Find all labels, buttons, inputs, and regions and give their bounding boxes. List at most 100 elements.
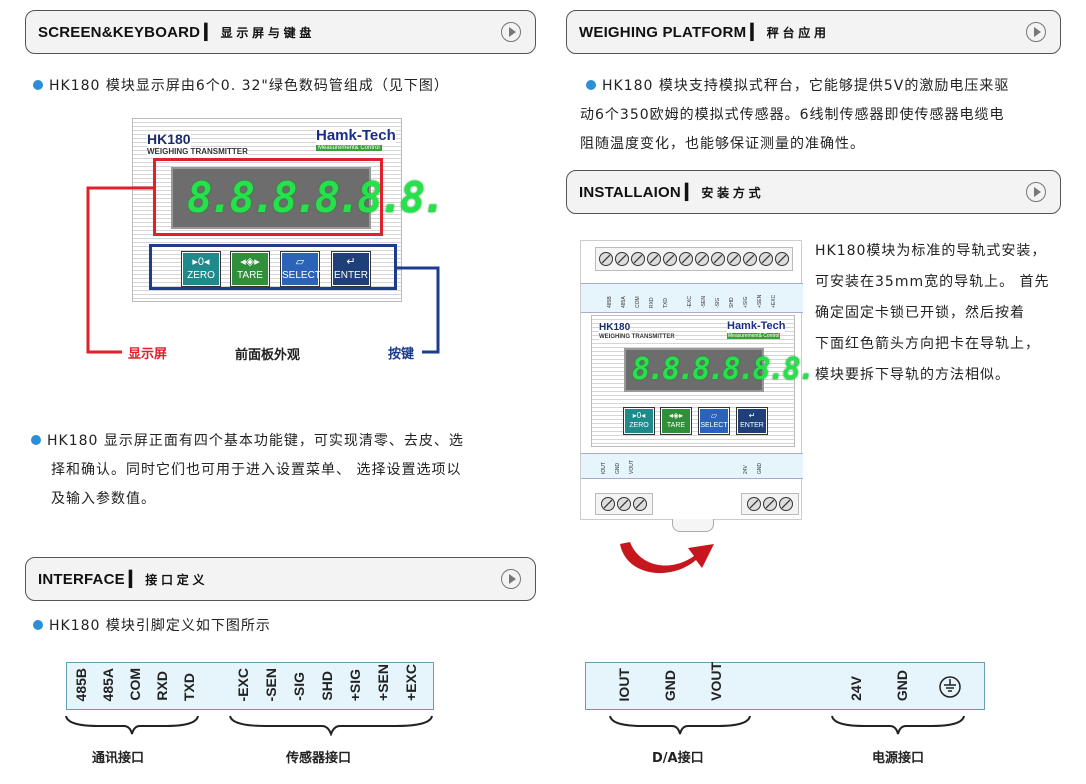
pin-label-sensor: -SEN xyxy=(263,667,279,701)
header-title-cn: 安 装 方 式 xyxy=(701,186,761,200)
top-terminal-block xyxy=(595,247,793,271)
module-enter-key[interactable]: ↵ENTER xyxy=(737,408,767,434)
screw-slot xyxy=(765,499,775,509)
screw-slot xyxy=(633,254,643,264)
module-pin-label: -EXC xyxy=(687,296,693,308)
screw-slot xyxy=(619,499,629,509)
module-brand-sub: Measurement& Control xyxy=(727,333,781,339)
screw-slot xyxy=(761,254,771,264)
pin-label-sensor: +SEN xyxy=(375,664,391,701)
module-pin-label: GND xyxy=(757,463,763,475)
seven-segment-display: 8.8.8.8.8.8. xyxy=(187,173,446,222)
module-pin-label: 485B xyxy=(607,296,613,308)
header-title-en: INTERFACE xyxy=(38,571,125,588)
display-callout-line xyxy=(86,186,153,354)
caption-comm: 通讯接口 xyxy=(92,751,145,766)
ground-icon xyxy=(939,676,961,698)
screw-slot xyxy=(729,254,739,264)
rail-clip xyxy=(672,519,714,532)
pin-label-comm: 485A xyxy=(100,667,116,701)
install-paragraph: HK180模块为标准的导轨式安装， 可安装在35mm宽的导轨上。 首先 确定固定… xyxy=(815,243,1050,383)
label-keys: 按键 xyxy=(388,347,415,362)
module-face: HK180 WEIGHING TRANSMITTER Hamk-Tech Mea… xyxy=(591,315,816,447)
play-icon[interactable] xyxy=(1026,22,1046,42)
header-title-en: INSTALLAION xyxy=(579,184,681,201)
pin-label-da: IOUT xyxy=(616,667,632,701)
pin-label-comm: RXD xyxy=(154,671,170,701)
bullet-icon xyxy=(586,80,596,90)
pin-label-power: GND xyxy=(894,669,910,701)
module-pin-label: +SEN xyxy=(757,294,763,308)
screw-slot xyxy=(603,499,613,509)
pin-label-sensor: -SIG xyxy=(291,672,307,701)
brace-sensor xyxy=(229,715,433,736)
zero-key[interactable]: ▸0◂ZERO xyxy=(182,252,220,286)
brace-power xyxy=(831,715,965,735)
caption-power: 电源接口 xyxy=(872,751,925,766)
module-zero-key[interactable]: ▸0◂ZERO xyxy=(624,408,654,434)
module-select-key[interactable]: ▱SELECT xyxy=(699,408,729,434)
screw-row-bottom-right xyxy=(747,497,793,511)
module-bottom-pin-labels: IOUT GND VOUT 24V GND xyxy=(601,460,763,475)
module-pin-label: VOUT xyxy=(629,460,635,474)
module-pin-label: -SIG xyxy=(715,298,721,308)
keys-callout-line xyxy=(397,266,440,354)
brand-logo: Hamk-Tech xyxy=(316,127,396,144)
section-header-platform: WEIGHING PLATFORM ▎ 秤 台 应 用 xyxy=(566,10,1061,54)
bullet-icon xyxy=(33,80,43,90)
enter-key[interactable]: ↵ENTER xyxy=(332,252,370,286)
module-tare-key[interactable]: ◂◈▸TARE xyxy=(661,408,691,434)
bottom-terminal-right xyxy=(741,493,799,515)
play-icon[interactable] xyxy=(1026,182,1046,202)
module-pin-label: 24V xyxy=(743,464,749,474)
brace-comm xyxy=(65,715,199,735)
label-front: 前面板外观 xyxy=(235,348,301,363)
pin-label-da: GND xyxy=(662,669,678,701)
screw-slot xyxy=(745,254,755,264)
screen-paragraph: HK180 模块显示屏由6个0. 32"绿色数码管组成（见下图） xyxy=(33,72,533,101)
module-pin-label: GND xyxy=(615,463,621,475)
screw-row-top xyxy=(599,252,789,266)
module-model: HK180 xyxy=(599,322,631,333)
module-pin-label: -SEN xyxy=(701,296,707,308)
play-icon[interactable] xyxy=(501,22,521,42)
screw-slot xyxy=(635,499,645,509)
pin-label-comm: COM xyxy=(127,668,143,701)
display-highlight-frame xyxy=(153,158,383,236)
pin-label-sensor: +EXC xyxy=(403,664,419,701)
display-window: 8.8.8.8.8.8. xyxy=(171,167,446,229)
bullet-icon xyxy=(31,435,41,445)
interface-paragraph: HK180 模块引脚定义如下图所示 xyxy=(33,612,533,641)
module-pin-label: SHD xyxy=(729,297,735,308)
select-key[interactable]: ▱SELECT xyxy=(281,252,321,286)
brand-subtitle: Measurement& Control xyxy=(316,145,382,151)
pin-label-sensor: SHD xyxy=(319,671,335,701)
screw-slot xyxy=(617,254,627,264)
label-display: 显示屏 xyxy=(128,347,168,362)
module-pin-label: IOUT xyxy=(601,462,607,474)
screw-slot xyxy=(697,254,707,264)
screw-slot xyxy=(781,499,791,509)
screw-slot xyxy=(601,254,611,264)
header-title-cn: 显 示 屏 与 键 盘 xyxy=(220,26,312,40)
play-icon[interactable] xyxy=(501,569,521,589)
tare-key[interactable]: ◂◈▸TARE xyxy=(231,252,269,286)
module-subtitle: WEIGHING TRANSMITTER xyxy=(599,334,675,340)
screw-row-bottom-left xyxy=(601,497,647,511)
screw-slot xyxy=(665,254,675,264)
section-header-interface: INTERFACE ▎ 接 口 定 义 xyxy=(25,557,536,601)
section-header-install: INSTALLAION ▎ 安 装 方 式 xyxy=(566,170,1061,214)
screw-slot xyxy=(649,254,659,264)
module-display-window: 8.8.8.8.8.8. xyxy=(624,348,816,392)
bottom-terminal-left xyxy=(595,493,653,515)
pin-label-comm: TXD xyxy=(181,673,197,701)
module-brand: Hamk-Tech xyxy=(727,320,786,332)
brace-da xyxy=(609,715,751,735)
module-pin-label: +SIG xyxy=(743,296,749,308)
screw-slot xyxy=(681,254,691,264)
